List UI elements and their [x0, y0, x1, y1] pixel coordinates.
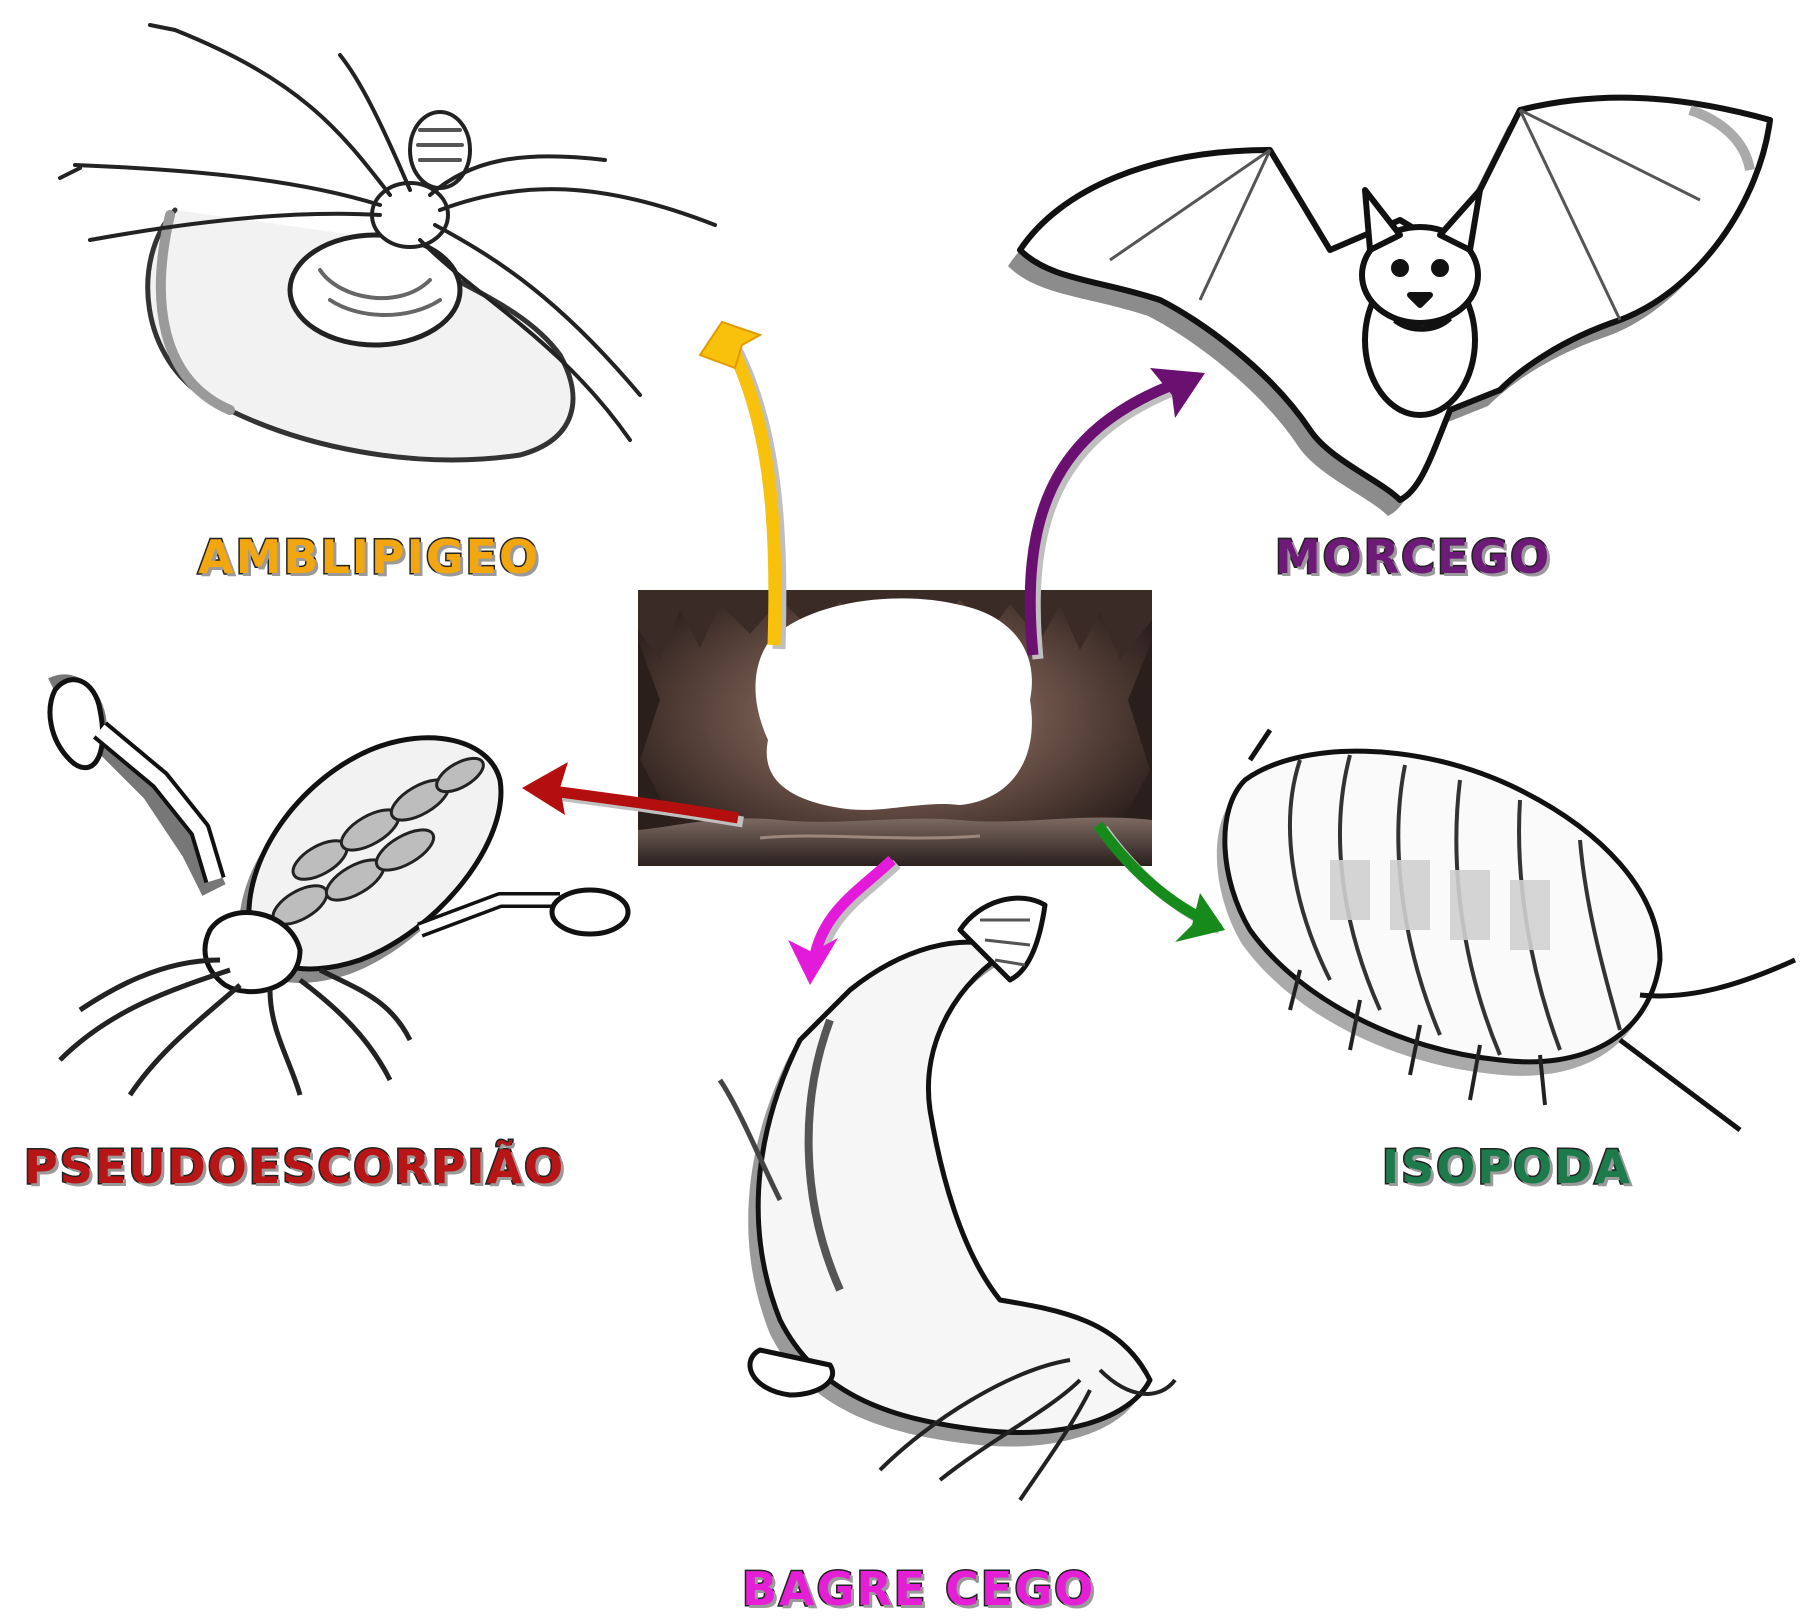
bat-illustration: [1008, 98, 1770, 516]
cave-image: [638, 590, 1152, 866]
label-morcego: MORCEGO: [1275, 530, 1551, 584]
arrow-to-isopoda: [1098, 825, 1225, 942]
blind-catfish-illustration: [720, 898, 1175, 1500]
label-bagre-cego: BAGRE CEGO: [742, 1562, 1095, 1616]
label-amblipigeo: AMBLIPIGEO: [198, 530, 540, 584]
label-pseudoescorpiao: PSEUDOESCORPIÃO: [24, 1140, 565, 1194]
isopod-illustration: [1217, 730, 1795, 1130]
pseudoscorpion-illustration: [50, 680, 628, 1095]
whip-spider-illustration: [60, 25, 715, 460]
label-isopoda: ISOPODA: [1382, 1140, 1632, 1194]
